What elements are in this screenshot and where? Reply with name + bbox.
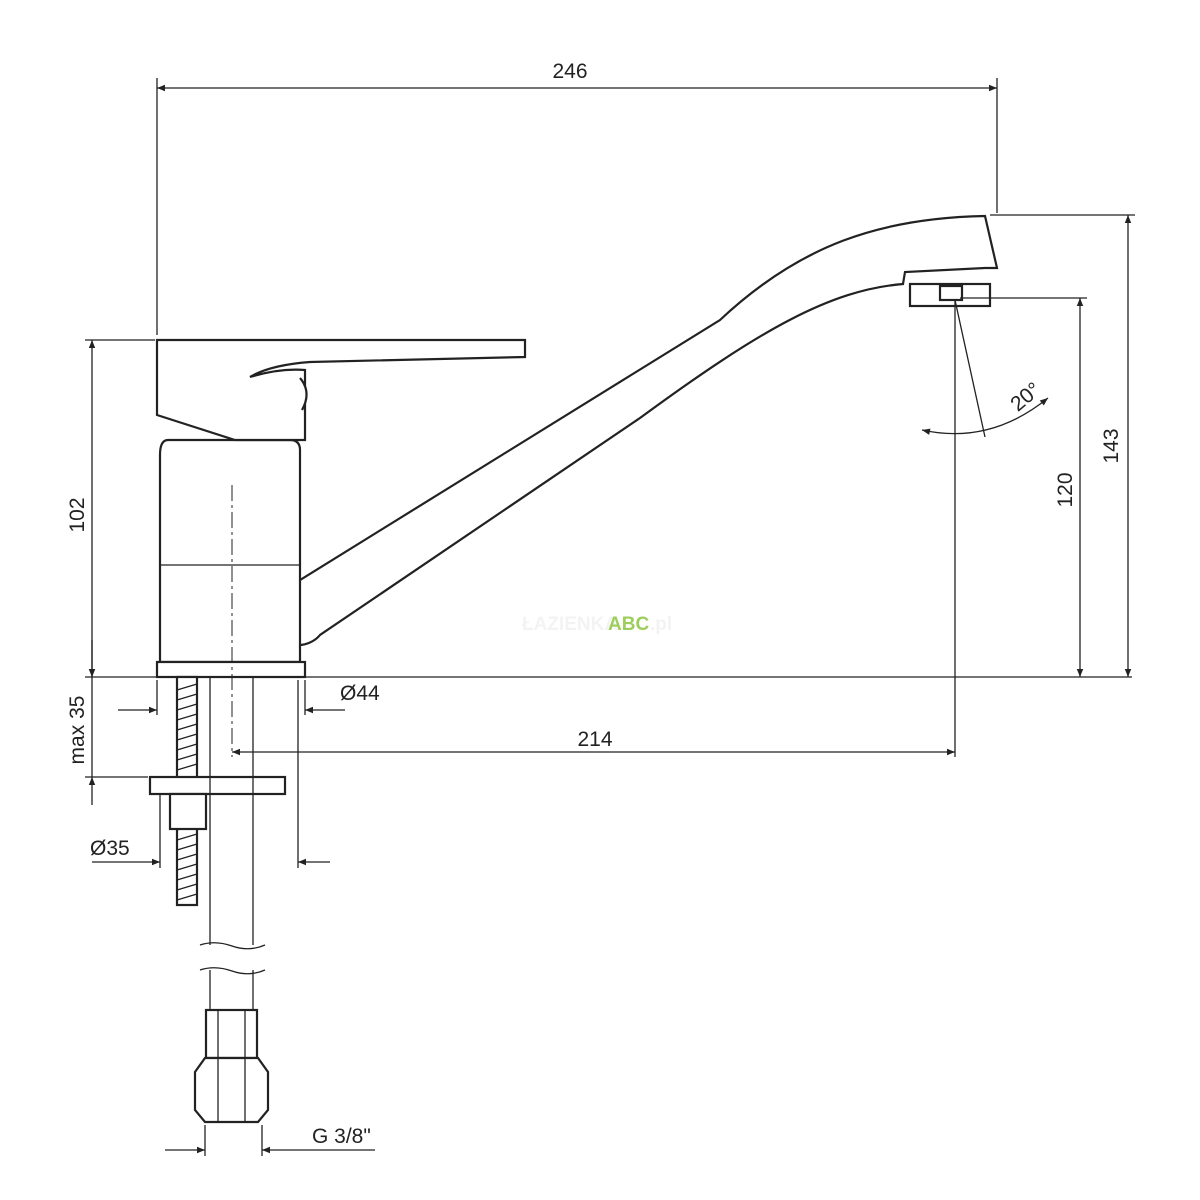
watermark-suffix: .pl — [650, 614, 672, 635]
watermark: ŁAZIENKA ABC .pl — [522, 614, 672, 635]
dim-angle: 20° — [921, 378, 1049, 435]
handle-button — [299, 377, 308, 411]
dim-120: 120 — [960, 297, 1087, 677]
lever-handle — [155, 338, 527, 442]
dim-214: 214 — [232, 728, 955, 756]
hose-fitting — [204, 1008, 259, 1060]
pipe-break — [199, 942, 266, 975]
dim-143: 143 — [990, 214, 1135, 677]
base-plate — [155, 660, 307, 679]
aerator-insert — [938, 284, 964, 302]
connection-nut — [193, 1056, 270, 1124]
spout — [267, 214, 999, 647]
mounting-nut — [168, 792, 208, 831]
faucet-body — [155, 214, 999, 679]
dim-label: Ø35 — [90, 837, 130, 860]
watermark-prefix: ŁAZIENKA — [522, 614, 618, 635]
mounting-washer — [148, 775, 287, 796]
body-cylinder — [158, 438, 302, 664]
dim-label: 20° — [1006, 378, 1045, 416]
dim-label: G 3/8" — [312, 1125, 371, 1148]
dim-label: 120 — [1054, 472, 1077, 507]
mounting-set — [148, 675, 287, 1124]
dim-max-35: max 35 — [66, 640, 148, 805]
dim-thread: G 3/8" — [165, 1125, 375, 1156]
dim-label: 102 — [66, 497, 89, 532]
dim-label: 214 — [577, 728, 612, 751]
watermark-brand: ABC — [608, 614, 649, 635]
dim-102: 102 — [66, 339, 155, 677]
dim-diameter-35: Ø35 — [90, 680, 330, 868]
dim-246: 246 — [156, 60, 998, 335]
dim-label: 246 — [552, 60, 587, 83]
dim-diameter-44: Ø44 — [118, 680, 380, 715]
dim-label: max 35 — [66, 696, 89, 765]
dim-label: 143 — [1100, 428, 1123, 463]
dim-label: Ø44 — [340, 682, 380, 705]
